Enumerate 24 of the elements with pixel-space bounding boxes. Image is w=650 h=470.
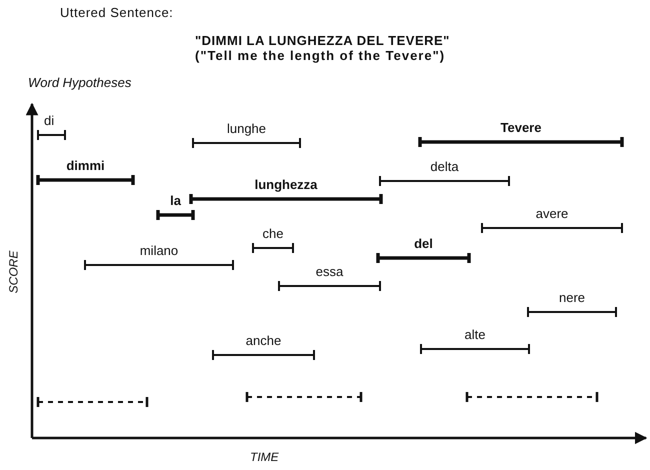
- word-label: delta: [430, 160, 459, 174]
- word-label: la: [170, 194, 181, 208]
- word-label: nere: [558, 291, 586, 305]
- dashed-interval-bar: [245, 392, 363, 402]
- word-label: del: [414, 237, 433, 251]
- word-label: alte: [464, 328, 486, 342]
- word-label: milano: [140, 244, 178, 258]
- translation-text: ("Tell me the length of the Tevere"): [195, 48, 446, 63]
- word-label: essa: [316, 265, 344, 279]
- dashed-interval-bar: [465, 392, 599, 402]
- word-label: di: [44, 114, 54, 128]
- heading: Uttered Sentence:: [60, 5, 174, 20]
- word-label: che: [262, 227, 284, 241]
- dashed-interval-bar: [36, 397, 149, 407]
- word-label: dimmi: [66, 159, 105, 173]
- sentence-text: "DIMMI LA LUNGHEZZA DEL TEVERE": [195, 33, 450, 48]
- word-label: lunghezza: [254, 178, 318, 192]
- y-axis-label: SCORE: [6, 250, 20, 294]
- x-axis-label: TIME: [250, 450, 279, 464]
- word-label: Tevere: [500, 121, 542, 135]
- word-hypotheses-label: Word Hypotheses: [28, 75, 132, 90]
- word-label: lunghe: [226, 122, 266, 136]
- word-label: avere: [536, 207, 568, 221]
- word-label: anche: [246, 334, 282, 348]
